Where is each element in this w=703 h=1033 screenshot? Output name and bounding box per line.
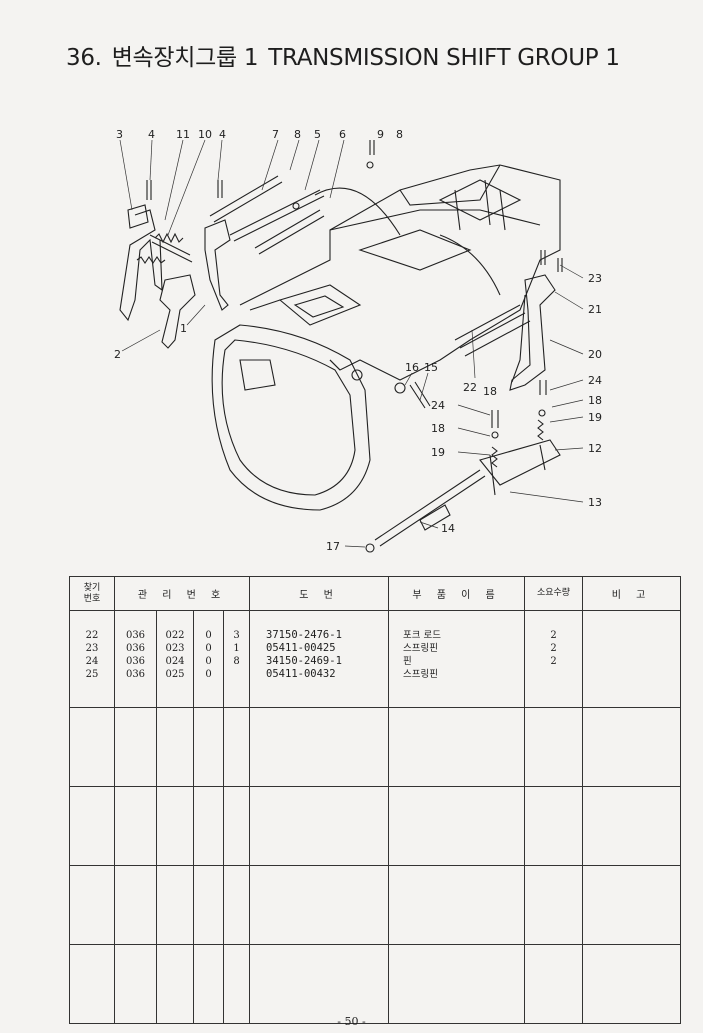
parts-list-table: 찾기 번호 관 리 번 호 도 번 부 품 이 름 소요수량 비 고 22 23… — [69, 576, 682, 1024]
leader-lines — [119, 139, 584, 548]
callout-label: 21 — [588, 303, 602, 316]
callout-label: 3 — [116, 128, 123, 141]
exploded-parts-diagram: 3 4 11 10 4 7 8 5 6 9 8 23 21 20 24 18 1… — [114, 128, 602, 553]
callout-label: 5 — [314, 128, 321, 141]
callout-label: 1 — [180, 322, 187, 335]
callout-label: 11 — [176, 128, 190, 141]
section-number: 36. — [66, 45, 102, 71]
callout-label: 20 — [588, 348, 602, 361]
header-quantity: 소요수량 — [524, 576, 584, 611]
callout-label: 14 — [441, 522, 455, 535]
empty-cell — [193, 944, 224, 1024]
empty-cell — [156, 865, 194, 945]
callout-label: 18 — [483, 385, 497, 398]
callout-label: 10 — [198, 128, 212, 141]
empty-cell — [388, 786, 526, 866]
callout-label: 4 — [219, 128, 226, 141]
empty-cell — [524, 707, 584, 787]
page-number: - 50 - — [337, 1015, 366, 1028]
page-title: 36. 변속장치그룹 1 TRANSMISSION SHIFT GROUP 1 — [66, 38, 630, 72]
remarks-cell — [582, 610, 682, 708]
empty-cell — [249, 786, 390, 866]
title-korean: 변속장치그룹 1 — [111, 45, 259, 71]
callout-labels: 3 4 11 10 4 7 8 5 6 9 8 23 21 20 24 18 1… — [114, 128, 602, 553]
quantity-cell: 2 2 2 — [524, 610, 584, 708]
empty-cell — [582, 786, 682, 866]
empty-cell — [156, 707, 194, 787]
empty-cell — [222, 865, 251, 945]
callout-label: 19 — [431, 446, 445, 459]
empty-cell — [388, 865, 526, 945]
title-english: TRANSMISSION SHIFT GROUP 1 — [268, 45, 620, 71]
header-drawing-number: 도 번 — [249, 576, 390, 611]
callout-label: 9 — [377, 128, 384, 141]
empty-cell — [249, 865, 390, 945]
table-row-empty — [69, 865, 682, 945]
transmission-housing-drawing — [119, 140, 563, 553]
empty-cell — [222, 786, 251, 866]
empty-cell — [156, 944, 194, 1024]
empty-cell — [193, 707, 224, 787]
callout-label: 12 — [588, 442, 602, 455]
empty-cell — [69, 786, 115, 866]
drawing-number-cell: 37150-2476-1 05411-00425 34150-2469-1 05… — [249, 610, 390, 708]
find-number-cell: 22 23 24 25 — [69, 610, 115, 708]
empty-cell — [249, 944, 390, 1024]
mgmt-group-cell: 036 036 036 036 — [114, 610, 157, 708]
empty-cell — [69, 865, 115, 945]
table-row-empty — [69, 707, 682, 787]
empty-cell — [193, 786, 224, 866]
empty-cell — [388, 707, 526, 787]
callout-label: 7 — [272, 128, 279, 141]
callout-label: 4 — [148, 128, 155, 141]
callout-label: 24 — [588, 374, 602, 387]
table-row-empty — [69, 786, 682, 866]
empty-cell — [524, 786, 584, 866]
callout-label: 17 — [326, 540, 340, 553]
header-part-name: 부 품 이 름 — [388, 576, 526, 611]
callout-label: 16 — [405, 361, 419, 374]
part-name-cell: 포크 로드 스프링핀 핀 스프링핀 — [388, 610, 526, 708]
empty-cell — [222, 944, 251, 1024]
mgmt-revision-cell: 0 0 0 0 — [193, 610, 224, 708]
empty-cell — [582, 707, 682, 787]
header-find-number: 찾기 번호 — [69, 576, 115, 611]
empty-cell — [69, 944, 115, 1024]
callout-label: 2 — [114, 348, 121, 361]
callout-label: 6 — [339, 128, 346, 141]
callout-label: 18 — [431, 422, 445, 435]
header-management-number: 관 리 번 호 — [113, 576, 251, 611]
empty-cell — [193, 865, 224, 945]
empty-cell — [524, 944, 584, 1024]
callout-label: 22 — [463, 381, 477, 394]
callout-label: 19 — [588, 411, 602, 424]
callout-label: 23 — [588, 272, 602, 285]
mgmt-check-cell: 3 1 8 — [222, 610, 251, 708]
empty-cell — [582, 865, 682, 945]
callout-label: 13 — [588, 496, 602, 509]
callout-label: 15 — [424, 361, 438, 374]
empty-cell — [222, 707, 251, 787]
callout-label: 8 — [396, 128, 403, 141]
callout-label: 18 — [588, 394, 602, 407]
empty-cell — [249, 707, 390, 787]
table-row: 22 23 24 25 036 036 036 036 022 023 024 … — [69, 610, 682, 708]
empty-cell — [582, 944, 682, 1024]
callout-label: 8 — [294, 128, 301, 141]
mgmt-item-cell: 022 023 024 025 — [156, 610, 194, 708]
empty-cell — [114, 786, 157, 866]
table-header-row: 찾기 번호 관 리 번 호 도 번 부 품 이 름 소요수량 비 고 — [69, 576, 682, 611]
callout-label: 24 — [431, 399, 445, 412]
header-remarks: 비 고 — [582, 576, 682, 611]
empty-cell — [524, 865, 584, 945]
empty-cell — [114, 944, 157, 1024]
empty-cell — [156, 786, 194, 866]
empty-cell — [69, 707, 115, 787]
table-row-empty — [69, 944, 682, 1024]
empty-cell — [114, 707, 157, 787]
empty-cell — [388, 944, 526, 1024]
empty-cell — [114, 865, 157, 945]
